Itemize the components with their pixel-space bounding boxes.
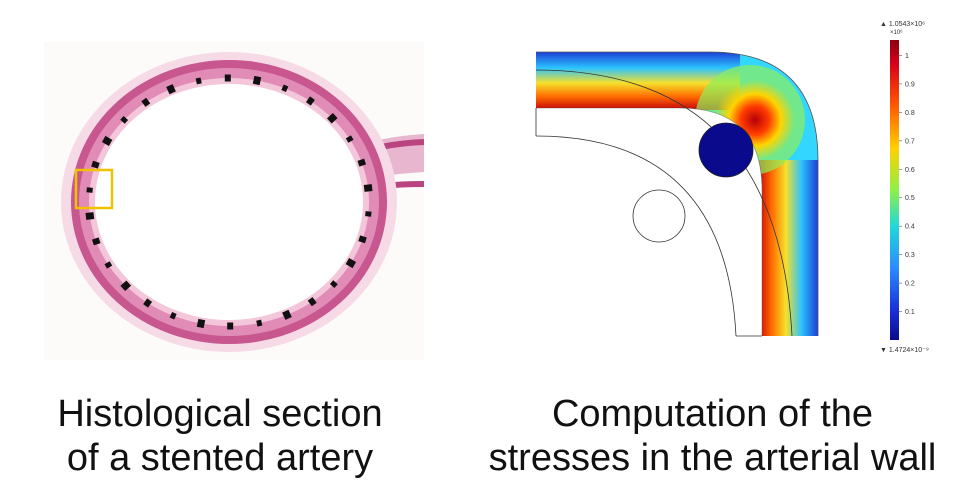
stent-strut xyxy=(141,97,151,107)
stress-field-image xyxy=(535,51,819,337)
stent-strut xyxy=(195,77,202,85)
outline-circle xyxy=(632,189,686,243)
stent-strut xyxy=(91,237,101,246)
colorbar-max-label: ▲ 1.0543×10⁶ xyxy=(880,21,925,28)
stress-caption-line2: stresses in the arterial wall xyxy=(488,437,937,479)
stent-strut xyxy=(86,187,93,193)
colorbar-min-label: ▼ 1.4724×10⁻⁹ xyxy=(880,347,929,354)
colorbar-tick-label: 0.8 xyxy=(905,110,915,117)
colorbar-tick-label: 0.2 xyxy=(905,281,915,288)
stent-strut xyxy=(365,211,372,217)
stent-strut xyxy=(91,160,100,169)
stent-strut xyxy=(166,84,176,95)
histology-caption-line1: Histological section xyxy=(57,393,383,435)
stent-strut xyxy=(357,158,367,167)
stent-strut xyxy=(307,297,317,307)
colorbar-tick-label: 0.6 xyxy=(905,167,915,174)
colorbar-tick-label: 0.5 xyxy=(905,195,915,202)
colorbar-gradient xyxy=(890,40,899,340)
histology-image xyxy=(44,42,424,360)
histology-caption: Histological section of a stented artery xyxy=(20,392,420,480)
colorbar-tick-label: 0.1 xyxy=(905,309,915,316)
colorbar-tick-label: 0.7 xyxy=(905,138,915,145)
histology-caption-line2: of a stented artery xyxy=(66,437,374,479)
stent-strut xyxy=(345,135,354,143)
stent-strut xyxy=(305,96,315,106)
colorbar-tick-label: 0.4 xyxy=(905,224,915,231)
stress-caption: Computation of the stresses in the arter… xyxy=(450,392,975,480)
stent-strut xyxy=(143,298,153,308)
colorbar-tick-label: 0.3 xyxy=(905,252,915,259)
stent-strut xyxy=(363,184,373,192)
stent-strut xyxy=(169,311,177,320)
stent-strut xyxy=(104,261,113,269)
stent-strut xyxy=(224,74,231,82)
stent-strut xyxy=(101,135,113,146)
stent-strut xyxy=(329,280,338,288)
stent-strut xyxy=(227,322,234,330)
stent-strut xyxy=(282,309,292,320)
stent-strut xyxy=(120,280,132,292)
stent-strut xyxy=(196,318,206,329)
stent-strut xyxy=(85,212,95,220)
strut-circle xyxy=(698,122,754,178)
highlight-box xyxy=(74,168,114,210)
stent-strut xyxy=(326,112,338,124)
stent-strut xyxy=(256,319,263,327)
stent-strut xyxy=(252,75,262,86)
colorbar-multiplier: ×10⁶ xyxy=(890,29,903,36)
colorbar-tick-label: 1 xyxy=(905,53,909,60)
stress-caption-line1: Computation of the xyxy=(551,393,874,435)
stress-colorbar: ▲ 1.0543×10⁶ ×10⁶ 1 0.9 0.8 0.7 0.6 0.5 0.4 0.3… xyxy=(880,21,929,354)
colorbar-tick-label: 0.9 xyxy=(905,81,915,88)
stent-strut xyxy=(358,235,367,244)
stent-strut xyxy=(281,84,289,93)
stent-strut xyxy=(345,258,357,269)
stent-struts xyxy=(85,74,373,330)
stent-strut xyxy=(120,116,129,124)
